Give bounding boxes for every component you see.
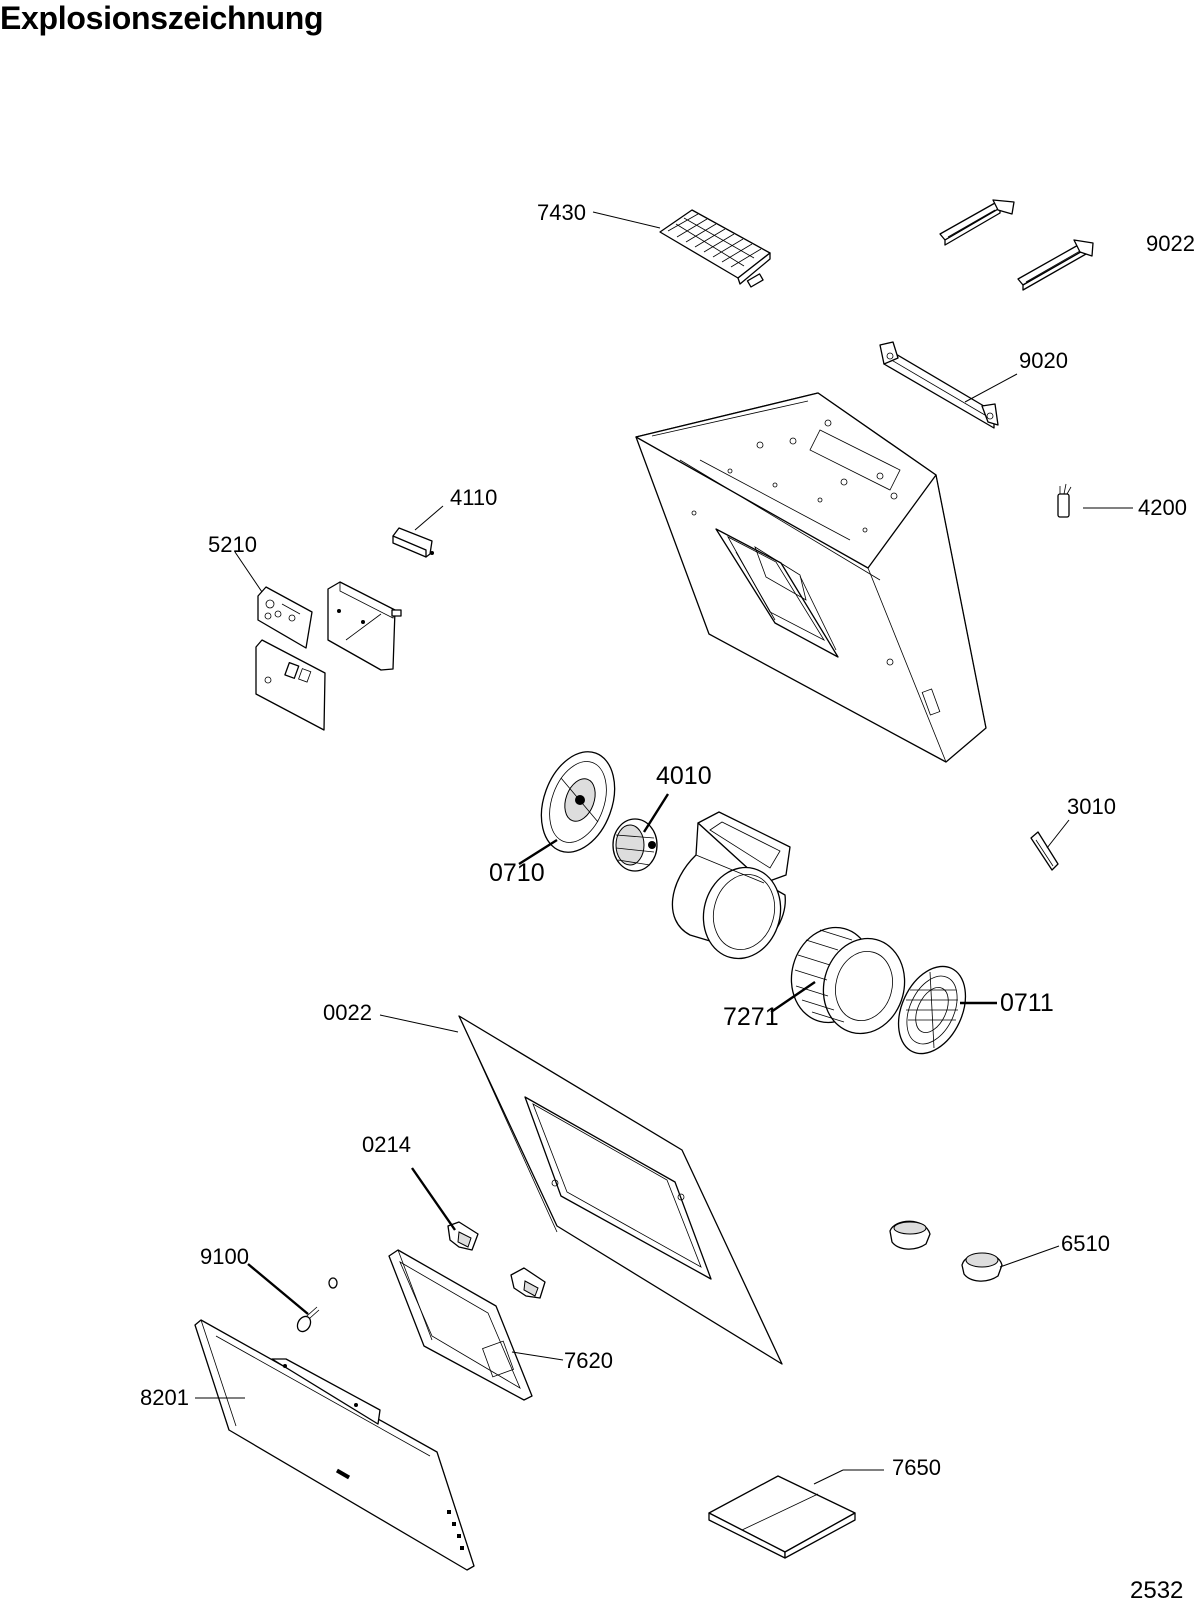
part-0022-frame bbox=[458, 1015, 783, 1365]
part-number-7650: 7650 bbox=[892, 1455, 941, 1480]
part-number-4200: 4200 bbox=[1138, 495, 1187, 520]
part-number-6510: 6510 bbox=[1061, 1231, 1110, 1256]
part-number-9020: 9020 bbox=[1019, 348, 1068, 373]
part-number-9100: 9100 bbox=[200, 1244, 249, 1269]
part-7430-grille bbox=[659, 209, 771, 288]
drawing-number: 2532 bbox=[1130, 1577, 1183, 1602]
part-number-7620: 7620 bbox=[564, 1348, 613, 1373]
part-hood-body bbox=[635, 392, 987, 763]
leader-0022 bbox=[379, 1014, 459, 1033]
part-number-0711: 0711 bbox=[1000, 989, 1054, 1017]
part-number-4110: 4110 bbox=[450, 485, 497, 510]
part-0710-motor-plate bbox=[540, 751, 616, 853]
part-9100-screw bbox=[296, 1277, 338, 1333]
leader-7620 bbox=[511, 1351, 564, 1361]
part-number-0022: 0022 bbox=[323, 1000, 372, 1025]
part-7650-carbon-filter bbox=[708, 1475, 856, 1559]
part-9022-brackets bbox=[939, 199, 1094, 291]
leader-4110 bbox=[414, 505, 444, 531]
part-8201-glass-front bbox=[194, 1319, 475, 1571]
part-blower-housing bbox=[671, 811, 791, 960]
leader-3010 bbox=[1046, 819, 1070, 849]
part-5210-control-unit bbox=[255, 581, 402, 731]
part-number-7271: 7271 bbox=[723, 1003, 779, 1031]
part-number-5210: 5210 bbox=[208, 532, 257, 557]
leader-0710 bbox=[518, 838, 558, 866]
part-number-9022: 9022 bbox=[1146, 231, 1195, 256]
part-9020-rail bbox=[879, 341, 999, 429]
part-6510-knobs bbox=[889, 1220, 1003, 1282]
part-7271-fan-wheel bbox=[790, 926, 906, 1035]
part-7620-filter-panel bbox=[388, 1249, 533, 1401]
part-4110-switch bbox=[392, 527, 434, 558]
leader-6510 bbox=[999, 1245, 1060, 1268]
part-number-8201: 8201 bbox=[140, 1385, 189, 1410]
leader-7271 bbox=[770, 981, 816, 1013]
part-number-0710: 0710 bbox=[489, 859, 545, 887]
part-0711-fan-grille bbox=[897, 965, 967, 1055]
part-number-7430: 7430 bbox=[537, 200, 586, 225]
leader-5210 bbox=[234, 551, 263, 593]
part-4010-motor bbox=[612, 818, 658, 872]
part-number-4010: 4010 bbox=[656, 762, 712, 790]
part-number-0214: 0214 bbox=[362, 1132, 411, 1157]
leader-9100 bbox=[247, 1263, 309, 1315]
leader-7430 bbox=[592, 211, 661, 229]
leader-0214 bbox=[411, 1167, 456, 1231]
leader-7650-tail bbox=[813, 1469, 844, 1485]
part-number-3010: 3010 bbox=[1067, 794, 1116, 819]
leader-9020 bbox=[964, 373, 1018, 403]
part-3010-clip bbox=[1030, 831, 1059, 871]
page-title: Explosionszeichnung bbox=[0, 0, 324, 36]
part-4200-bulb bbox=[1057, 483, 1072, 518]
leader-4010 bbox=[642, 793, 670, 833]
